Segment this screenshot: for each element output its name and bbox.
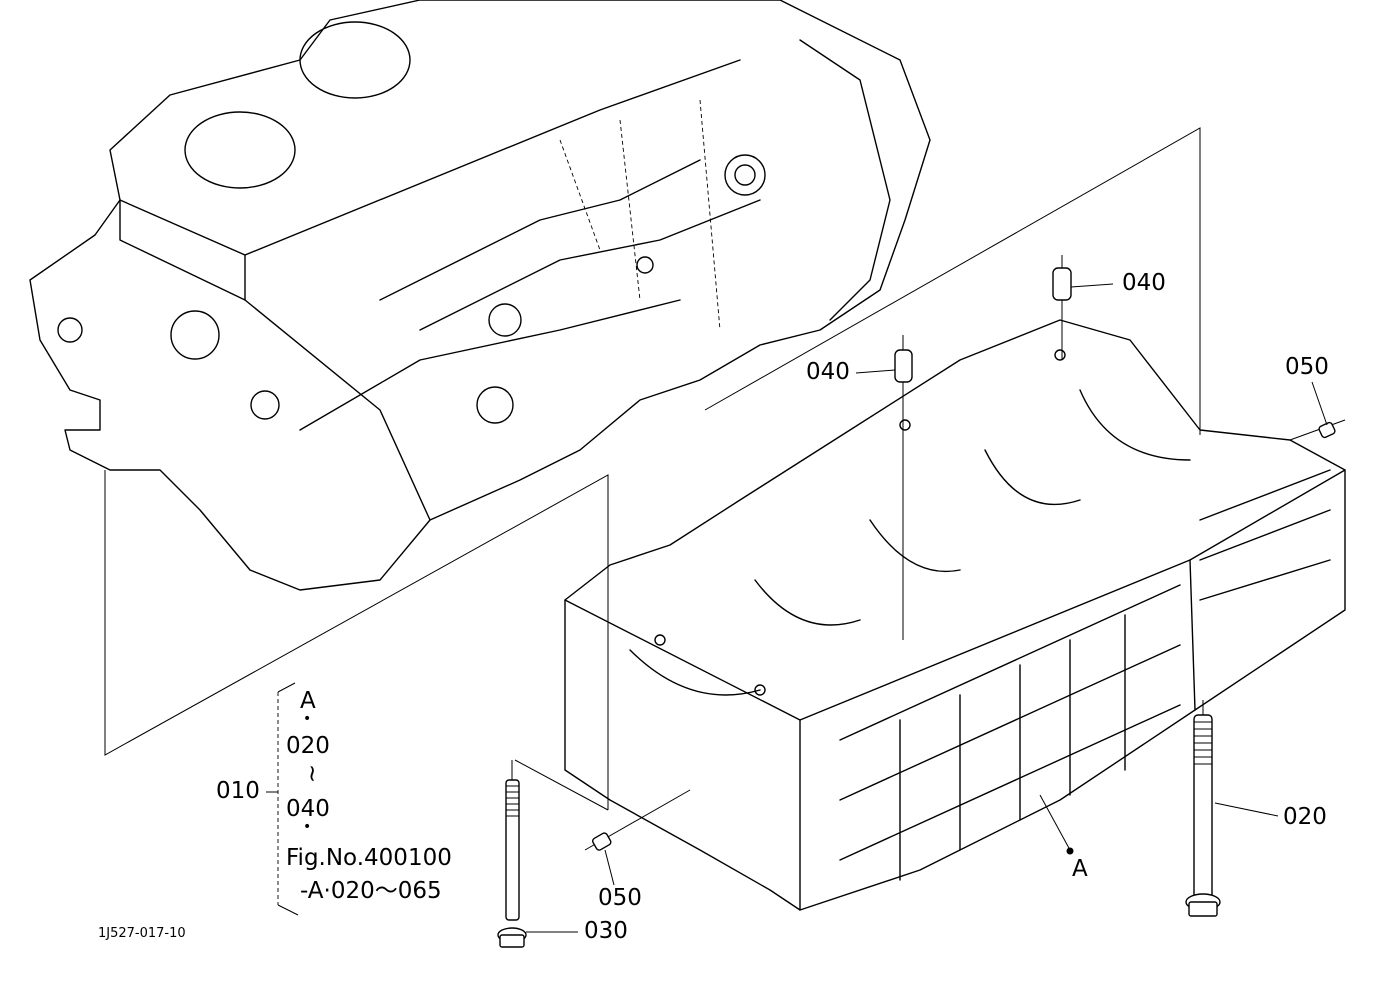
pin-050-right bbox=[1289, 381, 1346, 441]
dowel-pin-040-left bbox=[855, 335, 913, 640]
callout-050-left: 050 bbox=[598, 885, 642, 911]
assembly-note-bracket bbox=[266, 682, 299, 916]
note-dot-1: • bbox=[303, 711, 312, 727]
callout-040-right: 040 bbox=[1122, 270, 1166, 296]
pin-050-left bbox=[584, 789, 691, 886]
lower-crankcase-drawing bbox=[564, 319, 1346, 911]
note-fig-ref: Fig.No.400100 bbox=[286, 845, 452, 871]
note-line-020: 020 bbox=[286, 733, 330, 759]
callout-010: 010 bbox=[216, 778, 260, 804]
reference-lines bbox=[104, 127, 1201, 811]
callout-030: 030 bbox=[584, 918, 628, 944]
dowel-pin-040-right bbox=[1052, 255, 1114, 360]
note-fig-range: -A·020～065 bbox=[300, 878, 442, 904]
note-line-a: A bbox=[300, 688, 316, 714]
note-tilde: ~ bbox=[299, 763, 326, 784]
callout-050-right: 050 bbox=[1285, 354, 1329, 380]
note-line-040: 040 bbox=[286, 796, 330, 822]
reference-a-leader bbox=[1039, 794, 1074, 855]
figure-id: 1J527-017-10 bbox=[98, 926, 186, 941]
callout-020: 020 bbox=[1283, 804, 1327, 830]
callout-040-left: 040 bbox=[806, 359, 850, 385]
reference-a-label: A bbox=[1072, 856, 1088, 882]
upper-crankcase-drawing bbox=[29, 0, 931, 591]
bolt-030 bbox=[497, 760, 578, 948]
note-dot-2: • bbox=[303, 819, 312, 835]
bolt-020 bbox=[1185, 700, 1279, 917]
